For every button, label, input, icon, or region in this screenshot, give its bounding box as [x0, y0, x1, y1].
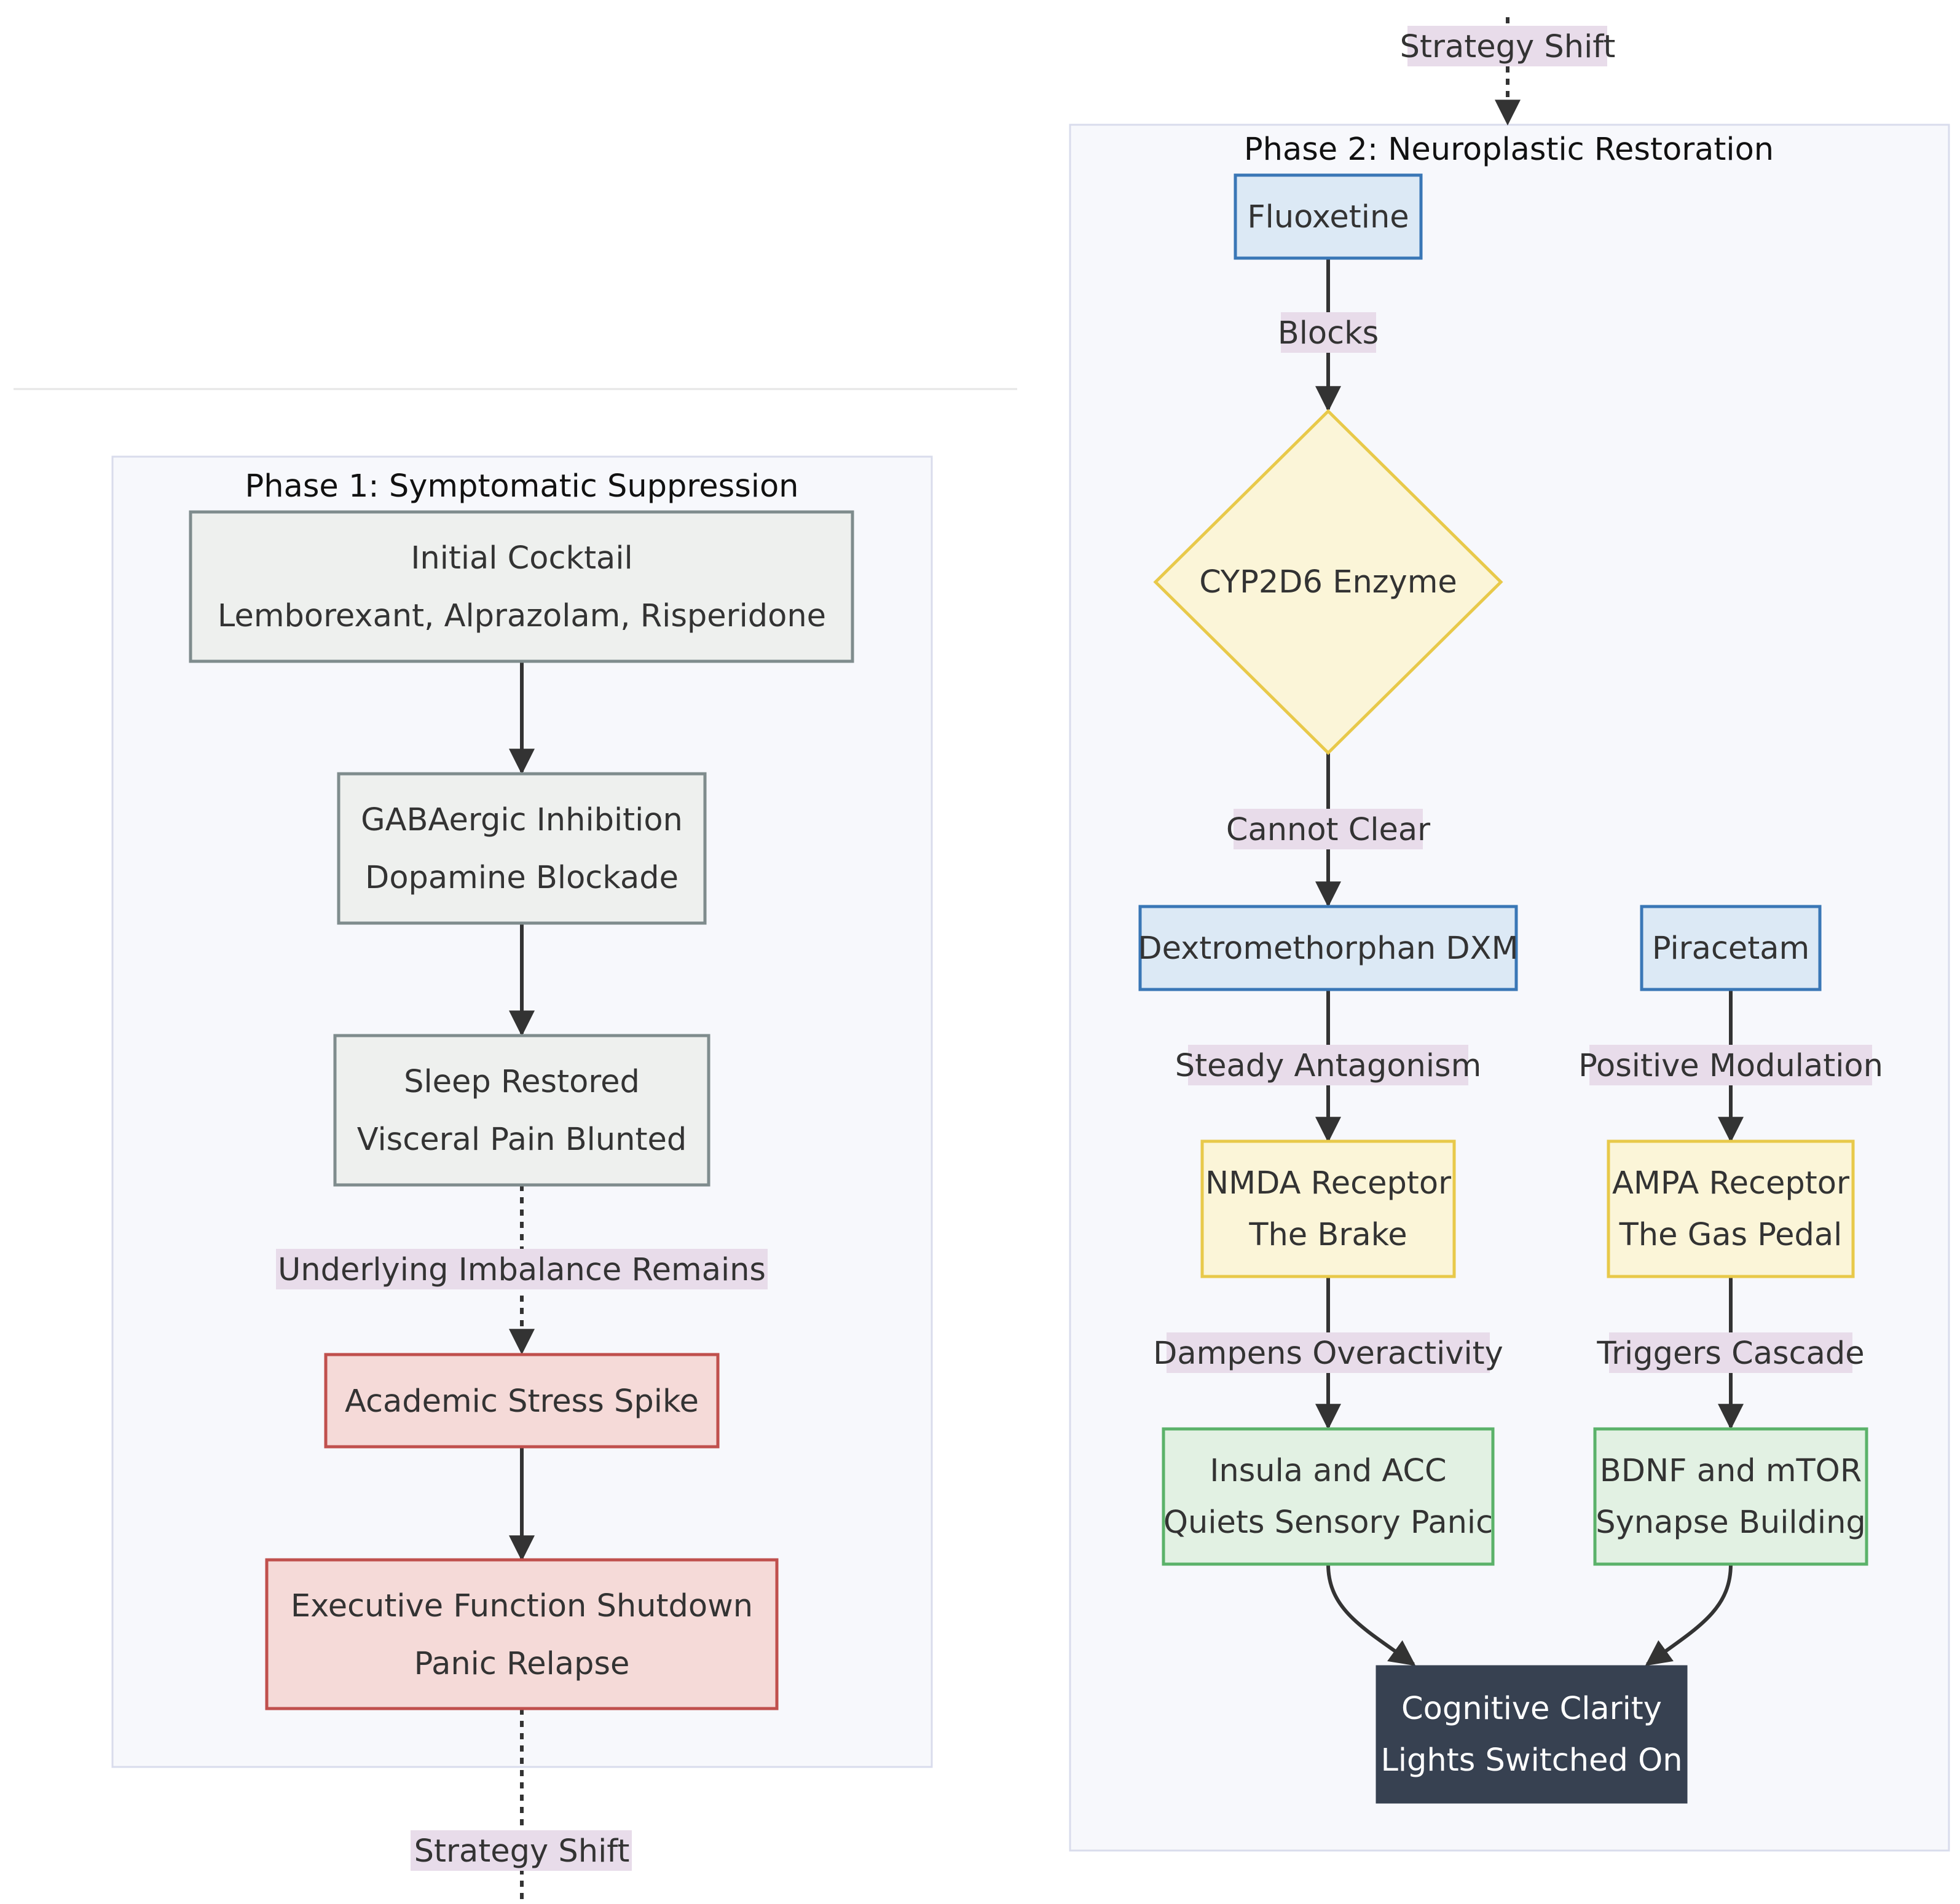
svg-text:Cannot Clear: Cannot Clear	[1226, 812, 1430, 848]
node-sleep-restored: Sleep Restored Visceral Pain Blunted	[333, 1034, 710, 1187]
svg-text:Lemborexant, Alprazolam, Rispe: Lemborexant, Alprazolam, Risperidone	[218, 598, 826, 634]
svg-text:Initial Cocktail: Initial Cocktail	[411, 540, 632, 576]
node-nmda-receptor: NMDA Receptor The Brake	[1200, 1139, 1456, 1278]
svg-text:The Gas Pedal: The Gas Pedal	[1619, 1217, 1843, 1253]
svg-text:Underlying Imbalance Remains: Underlying Imbalance Remains	[278, 1252, 766, 1288]
node-dextromethorphan-dxm: Dextromethorphan DXM	[1138, 905, 1519, 991]
svg-text:Piracetam: Piracetam	[1652, 930, 1809, 967]
edge-label-cannot-clear: Cannot Clear	[1226, 809, 1430, 849]
edge-label-steady-antagonism: Steady Antagonism	[1175, 1045, 1482, 1085]
svg-text:CYP2D6 Enzyme: CYP2D6 Enzyme	[1199, 564, 1457, 600]
svg-text:GABAergic Inhibition: GABAergic Inhibition	[361, 802, 683, 838]
svg-text:Strategy Shift: Strategy Shift	[1400, 29, 1616, 65]
svg-text:Insula and ACC: Insula and ACC	[1210, 1453, 1446, 1489]
svg-text:Visceral Pain Blunted: Visceral Pain Blunted	[357, 1122, 687, 1158]
node-academic-stress-spike: Academic Stress Spike	[324, 1353, 720, 1449]
svg-text:Academic Stress Spike: Academic Stress Spike	[345, 1383, 699, 1420]
edge-label-strategy-shift-top: Strategy Shift	[1400, 26, 1616, 66]
svg-text:Fluoxetine: Fluoxetine	[1247, 199, 1409, 235]
phase1-title: Phase 1: Symptomatic Suppression	[245, 468, 799, 505]
node-insula-and-acc: Insula and ACC Quiets Sensory Panic	[1162, 1427, 1495, 1566]
svg-text:Blocks: Blocks	[1278, 315, 1379, 352]
svg-text:Synapse Building: Synapse Building	[1596, 1505, 1866, 1541]
node-initial-cocktail: Initial Cocktail Lemborexant, Alprazolam…	[189, 510, 854, 663]
svg-text:Positive Modulation: Positive Modulation	[1578, 1048, 1883, 1084]
node-ampa-receptor: AMPA Receptor The Gas Pedal	[1607, 1139, 1855, 1278]
edge-label-positive-modulation: Positive Modulation	[1578, 1045, 1883, 1085]
svg-text:Panic Relapse: Panic Relapse	[414, 1646, 630, 1682]
edge-label-strategy-shift-bottom: Strategy Shift	[411, 1830, 632, 1871]
node-bdnf-and-mtor: BDNF and mTOR Synapse Building	[1593, 1427, 1868, 1566]
svg-text:Executive Function Shutdown: Executive Function Shutdown	[291, 1588, 753, 1624]
svg-text:BDNF and mTOR: BDNF and mTOR	[1600, 1453, 1862, 1489]
edge-label-blocks: Blocks	[1278, 312, 1379, 353]
svg-text:Quiets Sensory Panic: Quiets Sensory Panic	[1163, 1505, 1493, 1541]
svg-text:Sleep Restored: Sleep Restored	[404, 1064, 640, 1100]
edge-label-underlying-imbalance: Underlying Imbalance Remains	[276, 1249, 768, 1289]
node-fluoxetine: Fluoxetine	[1234, 173, 1423, 260]
node-cognitive-clarity: Cognitive Clarity Lights Switched On	[1376, 1665, 1688, 1804]
svg-text:Cognitive Clarity: Cognitive Clarity	[1401, 1691, 1662, 1727]
edge-insula-clarity	[1326, 1564, 1416, 1666]
svg-text:Dampens Overactivity: Dampens Overactivity	[1153, 1336, 1503, 1372]
svg-text:Triggers Cascade: Triggers Cascade	[1596, 1336, 1864, 1372]
node-gabaergic-inhibition: GABAergic Inhibition Dopamine Blockade	[337, 772, 707, 925]
phase2-title: Phase 2: Neuroplastic Restoration	[1244, 132, 1774, 168]
svg-text:NMDA Receptor: NMDA Receptor	[1205, 1165, 1451, 1202]
node-piracetam: Piracetam	[1640, 905, 1822, 991]
edge-label-triggers-cascade: Triggers Cascade	[1596, 1332, 1865, 1373]
svg-text:Dextromethorphan DXM: Dextromethorphan DXM	[1138, 930, 1518, 967]
edge-label-dampens-overactivity: Dampens Overactivity	[1153, 1332, 1503, 1373]
svg-text:Lights Switched On: Lights Switched On	[1380, 1742, 1682, 1779]
svg-text:Dopamine Blockade: Dopamine Blockade	[365, 860, 679, 896]
edge-bdnf-clarity	[1645, 1564, 1733, 1666]
svg-text:Strategy Shift: Strategy Shift	[414, 1833, 630, 1870]
svg-text:The Brake: The Brake	[1248, 1217, 1407, 1253]
node-executive-function-shutdown: Executive Function Shutdown Panic Relaps…	[265, 1558, 779, 1710]
node-cyp2d6-enzyme: CYP2D6 Enzyme	[1153, 409, 1503, 755]
svg-text:Steady Antagonism: Steady Antagonism	[1175, 1048, 1482, 1084]
svg-text:AMPA Receptor: AMPA Receptor	[1612, 1165, 1849, 1202]
